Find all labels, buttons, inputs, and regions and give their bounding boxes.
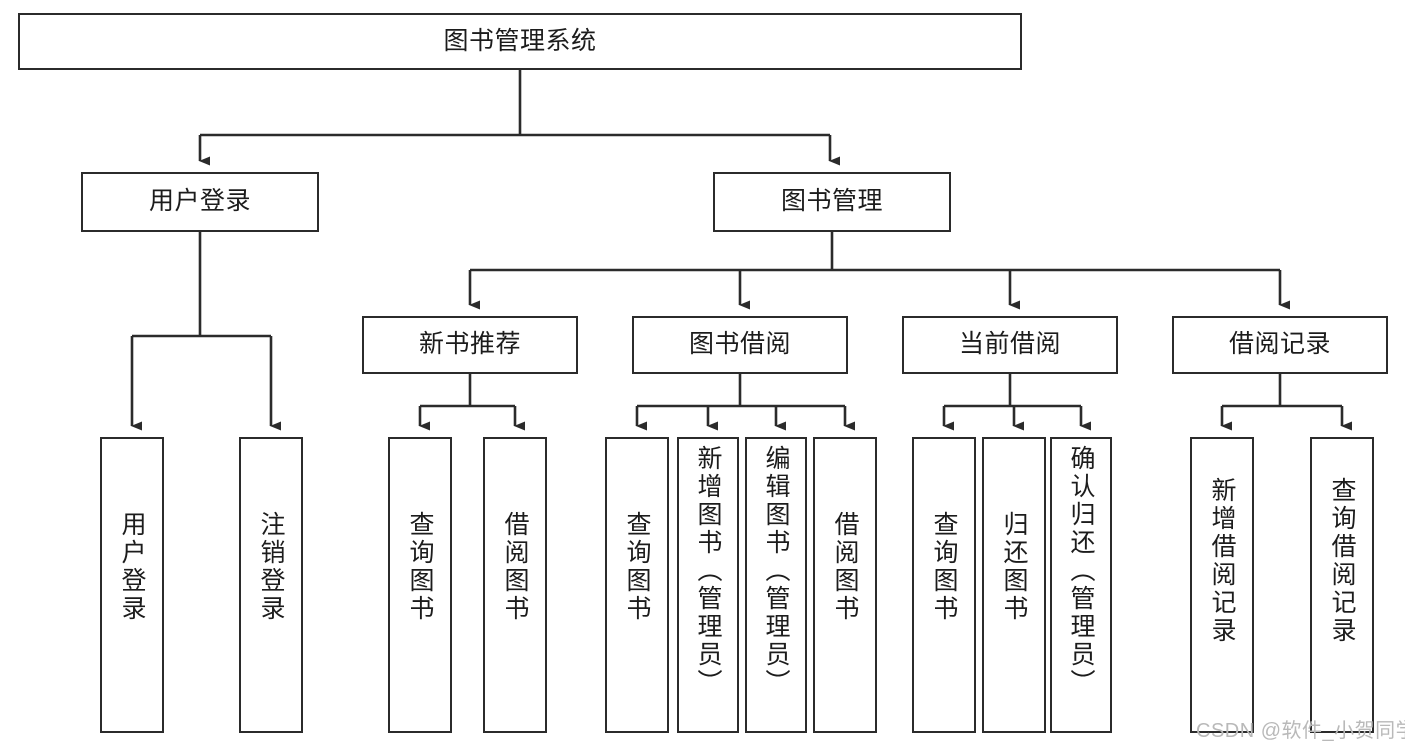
- node-leaf-edit-book-label: 编辑图书（管理员）: [762, 445, 790, 697]
- node-leaf-borrow-book-2-label: 借阅图书: [831, 511, 859, 623]
- node-leaf-logout[interactable]: 注销登录: [239, 437, 303, 733]
- node-leaf-add-book[interactable]: 新增图书（管理员）: [677, 437, 739, 733]
- node-root[interactable]: 图书管理系统: [18, 13, 1022, 70]
- node-user-login[interactable]: 用户登录: [81, 172, 319, 232]
- node-root-label: 图书管理系统: [443, 26, 597, 55]
- node-leaf-query-book-1-label: 查询图书: [406, 511, 434, 623]
- node-leaf-user-login-label: 用户登录: [118, 511, 146, 623]
- node-leaf-borrow-book-2[interactable]: 借阅图书: [813, 437, 877, 733]
- node-leaf-query-book-3-label: 查询图书: [930, 511, 958, 623]
- node-leaf-borrow-book-1-label: 借阅图书: [501, 511, 529, 623]
- csdn-watermark: CSDN @软件_小贺同学: [1196, 720, 1405, 742]
- node-current-borrow-label: 当前借阅: [958, 330, 1061, 359]
- node-borrow-record[interactable]: 借阅记录: [1172, 316, 1388, 374]
- node-book-manage-label: 图书管理: [780, 187, 883, 216]
- node-leaf-query-book-1[interactable]: 查询图书: [388, 437, 452, 733]
- node-leaf-query-record-label: 查询借阅记录: [1328, 477, 1356, 645]
- node-leaf-return-book-label: 归还图书: [1000, 511, 1028, 623]
- node-leaf-query-book-2-label: 查询图书: [623, 511, 651, 623]
- node-leaf-borrow-book-1[interactable]: 借阅图书: [483, 437, 547, 733]
- node-borrow-record-label: 借阅记录: [1228, 330, 1331, 359]
- node-leaf-return-book[interactable]: 归还图书: [982, 437, 1046, 733]
- node-leaf-add-record-label: 新增借阅记录: [1208, 477, 1236, 645]
- node-new-book-rec-label: 新书推荐: [418, 330, 521, 359]
- node-leaf-confirm-return-label: 确认归还（管理员）: [1067, 445, 1095, 697]
- node-user-login-label: 用户登录: [148, 187, 251, 216]
- node-leaf-query-record[interactable]: 查询借阅记录: [1310, 437, 1374, 733]
- node-leaf-logout-label: 注销登录: [257, 511, 285, 623]
- node-book-manage[interactable]: 图书管理: [713, 172, 951, 232]
- node-leaf-confirm-return[interactable]: 确认归还（管理员）: [1050, 437, 1112, 733]
- node-leaf-edit-book[interactable]: 编辑图书（管理员）: [745, 437, 807, 733]
- node-leaf-add-book-label: 新增图书（管理员）: [694, 445, 722, 697]
- node-leaf-query-book-3[interactable]: 查询图书: [912, 437, 976, 733]
- node-current-borrow[interactable]: 当前借阅: [902, 316, 1118, 374]
- node-book-borrow[interactable]: 图书借阅: [632, 316, 848, 374]
- node-book-borrow-label: 图书借阅: [688, 330, 791, 359]
- node-leaf-user-login[interactable]: 用户登录: [100, 437, 164, 733]
- node-new-book-rec[interactable]: 新书推荐: [362, 316, 578, 374]
- node-leaf-add-record[interactable]: 新增借阅记录: [1190, 437, 1254, 733]
- node-leaf-query-book-2[interactable]: 查询图书: [605, 437, 669, 733]
